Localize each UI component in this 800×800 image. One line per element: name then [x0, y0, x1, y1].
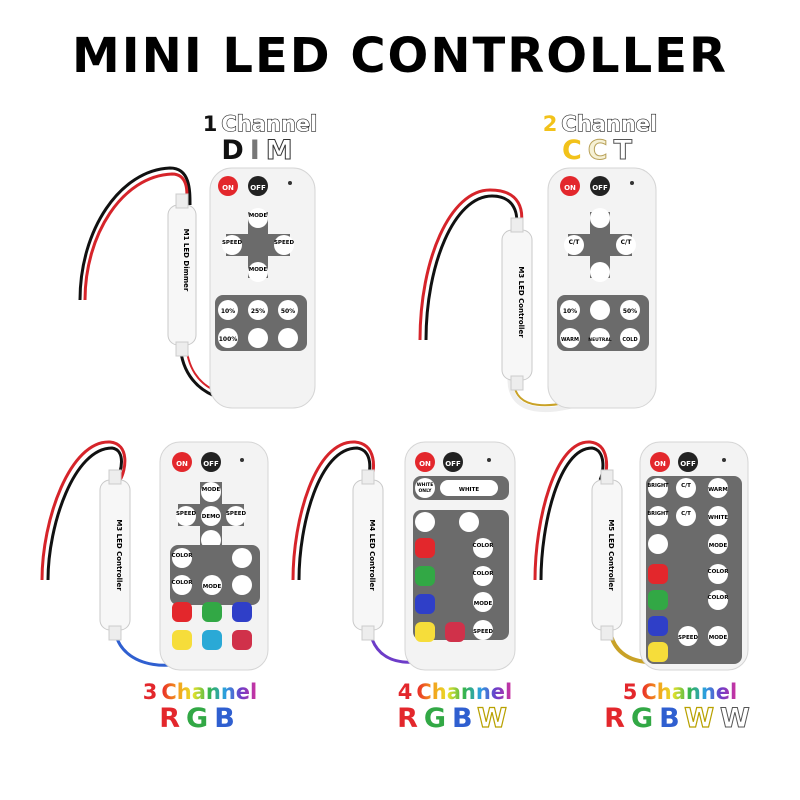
svg-text:ON: ON [419, 460, 431, 468]
product-cct: ON OFF C/T C/T 10% 50% WARM NEUTRAL COLD… [410, 110, 700, 430]
svg-text:C/T: C/T [681, 511, 691, 517]
product-rgbww: ON OFF BRIGHT C/T WARM BRIGHT C/T WHITE … [530, 430, 790, 680]
svg-text:25%: 25% [251, 308, 265, 315]
svg-text:WHITE: WHITE [459, 487, 479, 493]
svg-text:MODE: MODE [709, 635, 728, 641]
svg-text:OFF: OFF [592, 184, 608, 192]
svg-text:M3 LED Controller: M3 LED Controller [517, 266, 525, 338]
rgb-product-photo: ON OFF MODE SPEED DEMO SPEED COLOR COLOR… [40, 440, 269, 671]
svg-text:WHITE: WHITE [708, 515, 728, 521]
svg-text:OFF: OFF [445, 460, 461, 468]
svg-text:COLOR: COLOR [172, 553, 194, 559]
svg-text:C/T: C/T [569, 239, 581, 246]
svg-text:DEMO: DEMO [202, 514, 221, 520]
svg-text:10%: 10% [563, 308, 577, 315]
svg-text:MODE: MODE [474, 601, 493, 607]
svg-text:COLOR: COLOR [473, 571, 495, 577]
svg-text:M4 LED Controller: M4 LED Controller [368, 519, 376, 591]
svg-text:C/T: C/T [681, 483, 691, 489]
svg-text:10%: 10% [221, 308, 235, 315]
svg-text:WHITE: WHITE [417, 482, 434, 488]
svg-text:SPEED: SPEED [222, 240, 243, 246]
dim-product-photo: ON OFF MODE SPEED SPEED MODE 10% 25% 50%… [78, 166, 316, 409]
svg-text:MODE: MODE [202, 487, 221, 493]
svg-text:COLOR: COLOR [708, 595, 730, 601]
product-rgb: ON OFF MODE SPEED DEMO SPEED COLOR COLOR… [30, 430, 290, 680]
svg-text:50%: 50% [623, 308, 637, 315]
svg-text:BRIGHT: BRIGHT [647, 511, 669, 517]
svg-text:COLD: COLD [622, 337, 637, 343]
svg-text:COLOR: COLOR [708, 569, 730, 575]
svg-text:WARM: WARM [561, 337, 579, 343]
product-dim: ON OFF MODE SPEED SPEED MODE 10% 25% 50%… [60, 110, 330, 430]
svg-text:C/T: C/T [621, 239, 633, 246]
svg-text:M3 LED Controller: M3 LED Controller [115, 519, 123, 591]
svg-text:NEUTRAL: NEUTRAL [588, 337, 612, 343]
svg-text:COLOR: COLOR [172, 580, 194, 586]
svg-text:MODE: MODE [249, 213, 268, 219]
svg-text:BRIGHT: BRIGHT [647, 483, 669, 489]
svg-text:ON: ON [564, 184, 576, 192]
svg-text:SPEED: SPEED [176, 511, 197, 517]
cct-product-photo: ON OFF C/T C/T 10% 50% WARM NEUTRAL COLD… [418, 167, 657, 412]
svg-text:OFF: OFF [203, 460, 219, 468]
svg-text:OFF: OFF [250, 184, 266, 192]
svg-text:100%: 100% [219, 336, 238, 343]
svg-text:OFF: OFF [680, 460, 696, 468]
svg-text:COLOR: COLOR [473, 543, 495, 549]
svg-text:SPEED: SPEED [274, 240, 295, 246]
svg-text:M5 LED Controller: M5 LED Controller [607, 519, 615, 591]
svg-text:SPEED: SPEED [473, 629, 494, 635]
svg-text:M1 LED Dimmer: M1 LED Dimmer [182, 229, 190, 292]
svg-text:MODE: MODE [249, 267, 268, 273]
svg-text:MODE: MODE [709, 543, 728, 549]
svg-text:ON: ON [176, 460, 188, 468]
svg-text:SPEED: SPEED [678, 635, 699, 641]
svg-text:ON: ON [654, 460, 666, 468]
svg-text:WARM: WARM [708, 487, 728, 493]
page-title: MINI LED CONTROLLER [72, 28, 728, 84]
svg-text:MODE: MODE [203, 584, 222, 590]
svg-text:ON: ON [222, 184, 234, 192]
svg-text:50%: 50% [281, 308, 295, 315]
rgbww-product-photo: ON OFF BRIGHT C/T WARM BRIGHT C/T WHITE … [533, 440, 749, 671]
svg-text:ONLY: ONLY [418, 488, 432, 494]
svg-text:SPEED: SPEED [226, 511, 247, 517]
